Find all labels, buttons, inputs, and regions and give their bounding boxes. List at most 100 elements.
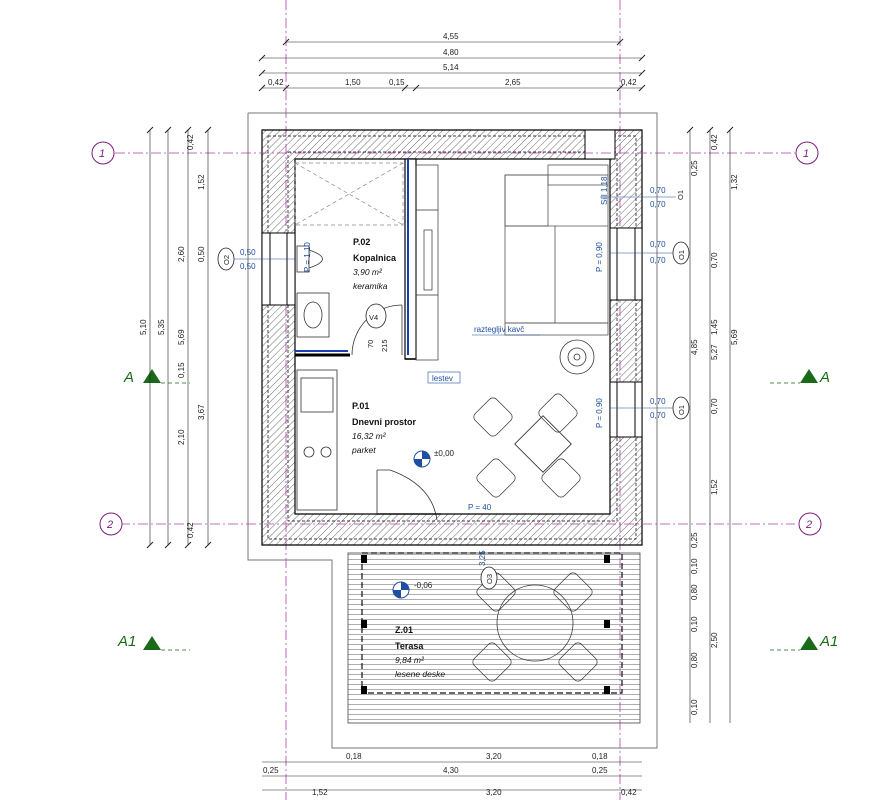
dim-top-0-15: 0,15 [389,78,405,87]
room-p01-floor: parket [351,445,376,455]
ladder-label-box [427,371,461,384]
room-z01-name: Terasa [395,641,424,651]
sofa-label: raztegljiv kavč [474,325,524,334]
dim-top-4-80: 4,80 [443,48,459,57]
dim-left-0-42-bottom: 0,42 [186,522,195,538]
level-inside: ±0,00 [434,449,455,458]
dining-table [473,393,581,498]
dim-bottom-3-20-b: 3,20 [486,788,502,797]
dim-bottom-0-42: 0,42 [621,788,637,797]
dim-right-1-32: 1,32 [730,174,739,190]
dim-right-0-10-a: 0,10 [690,558,699,574]
dim-left-5-10: 5,10 [139,319,148,335]
opening-o1-b-label: O1 [677,405,686,415]
sofa-bed [504,164,609,336]
exterior-walls [261,129,643,546]
opening-o3-sill: P = 40 [468,503,492,512]
dim-right-0-25: 0,25 [690,160,699,176]
opening-o1-top-sill: Sill 1,18 [600,176,609,205]
opening-v4-label: V4 [369,313,378,322]
kitchen-counter [296,369,338,511]
opening-leaders [234,196,676,409]
level-terrace: -0,06 [414,581,433,590]
dim-right-0-25-b: 0,25 [690,532,699,548]
room-p02-code: P.02 [353,237,370,247]
grid-axis-2-right: 2 [805,519,812,531]
dim-right-0-80-b: 0,80 [690,652,699,668]
opening-o2-dim-1: 0,50 [240,248,256,257]
section-a1-left: A1 [117,633,136,650]
section-a-right: A [819,369,830,386]
opening-o3-num: 3,25 [478,550,487,566]
opening-v4-height: 215 [380,339,389,352]
dim-right-5-69: 5,69 [730,329,739,345]
dim-right-0-10-c: 0,10 [690,699,699,715]
dim-bottom-0-25-left: 0,25 [263,766,279,775]
opening-v4-width: 70 [366,340,375,348]
dim-left-5-35: 5,35 [157,319,166,335]
opening-o2-dim-2: 0,50 [240,262,256,271]
opening-o2-label: O2 [222,255,231,265]
grid-axis-2-left: 2 [106,519,113,531]
opening-o1-c-dim-1: 0,70 [650,186,666,195]
opening-o1-a-sill: P = 0,90 [595,242,604,272]
opening-o1-b-dim-2: 0,70 [650,411,666,420]
dim-top-0-42-left: 0,42 [268,78,284,87]
dimension-lines [149,41,731,791]
dim-bottom-1-52: 1,52 [312,788,328,797]
dim-top-2-65: 2,65 [505,78,521,87]
plant [559,339,595,375]
opening-o1-c-label: O1 [676,190,685,200]
room-z01-code: Z.01 [395,625,413,635]
room-p01-name: Dnevni prostor [352,417,417,427]
opening-markers [217,241,690,590]
dim-left-0-50: 0,50 [197,246,206,262]
dim-bottom-3-20: 3,20 [486,752,502,761]
toilet [296,245,323,273]
dim-top-5-14: 5,14 [443,63,459,72]
dim-right-1-45: 1,45 [710,319,719,335]
dim-left-1-52: 1,52 [197,174,206,190]
dim-right-0-10-b: 0,10 [690,616,699,632]
section-a1-right: A1 [819,633,838,650]
opening-o2-sill: P = 1,10 [303,242,312,272]
dim-top-1-50: 1,50 [345,78,361,87]
dim-left-2-10: 2,10 [177,429,186,445]
section-a-left: A [123,369,134,386]
opening-o1-b-sill: P = 0,90 [595,398,604,428]
site-outline [247,112,658,749]
dim-top-0-42-right: 0,42 [621,78,637,87]
dim-bottom-0-25-right: 0,25 [592,766,608,775]
dim-bottom-0-18-left: 0,18 [346,752,362,761]
opening-o1-b-dim-1: 0,70 [650,397,666,406]
opening-o1-a-dim-1: 0,70 [650,240,666,249]
dim-right-4-85: 4,85 [690,339,699,355]
dim-right-5-27: 5,27 [710,344,719,360]
level-marker-inside [413,450,431,468]
dim-right-0-70-b: 0,70 [710,398,719,414]
dim-left-2-60: 2,60 [177,246,186,262]
dim-right-0-42: 0,42 [710,134,719,150]
room-z01-area: 9,84 m² [395,655,425,665]
dim-left-0-42: 0,42 [186,134,195,150]
level-marker-terrace [392,581,410,599]
grid-axis-markers [91,141,822,536]
dimension-ticks [146,38,734,549]
opening-o1-c-dim-2: 0,70 [650,200,666,209]
grid-axis-lines [115,152,795,525]
dim-right-0-70-a: 0,70 [710,252,719,268]
dim-left-3-67: 3,67 [197,404,206,420]
section-markers [143,369,818,651]
opening-o1-a-label: O1 [677,250,686,260]
shower [294,162,404,226]
dim-right-0-80-a: 0,80 [690,584,699,600]
opening-o3-label: O3 [485,574,494,584]
dim-bottom-4-30: 4,30 [443,766,459,775]
dim-left-0-15: 0,15 [177,362,186,378]
room-p02-floor: keramika [353,281,388,291]
entrance-door [376,469,441,521]
windows [261,129,643,438]
room-p01-area: 16,32 m² [352,431,387,441]
room-p01-code: P.01 [352,401,369,411]
